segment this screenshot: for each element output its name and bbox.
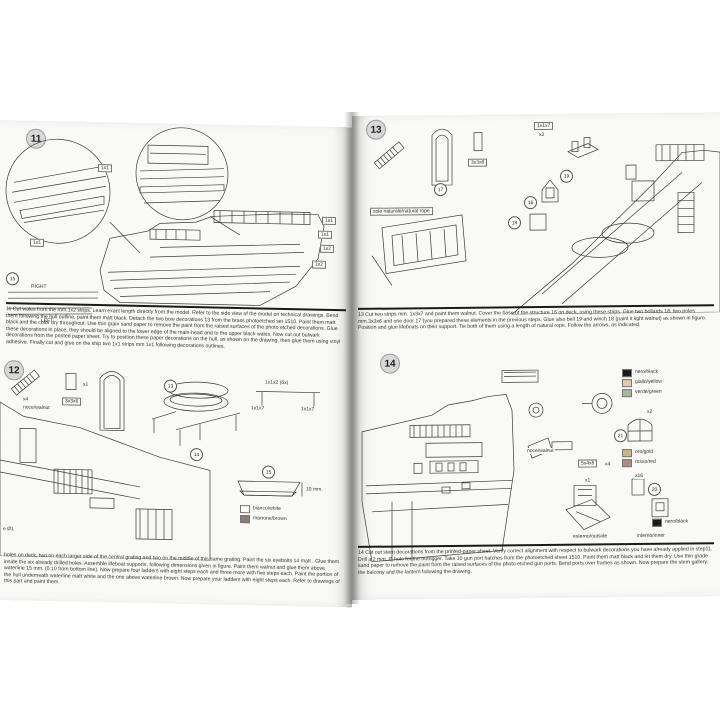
step-11-panel: 11 [0, 120, 352, 359]
legend-d: oro/gold [634, 448, 655, 456]
step-13-panel: 13 [352, 112, 720, 352]
legend-white: bianco/white [252, 505, 282, 512]
callout-20: 20 [648, 482, 661, 496]
part-label-1: 1x1 [98, 164, 113, 173]
callout-13: 13 [164, 379, 177, 393]
step-13-drawing [371, 128, 720, 315]
legend-interno: interno/inner [636, 532, 666, 540]
dim-label: 10 mm. [305, 486, 324, 493]
part-label-2: 1x1 [30, 238, 45, 247]
callout-15b: 15 [262, 465, 275, 479]
swatch-legend-a [622, 369, 632, 378]
step-14-panel: 14 [352, 348, 720, 600]
legend-b: giallo/yellow [634, 378, 663, 386]
right-page: 13 [352, 112, 720, 600]
step-12-caption: holes on deck, two on each larger side o… [4, 552, 340, 586]
step-13-caption: 13 Cut two strips mm. 1x3x7 and paint th… [358, 308, 707, 332]
swatch-legend-c [622, 389, 632, 398]
legend-a: nero/black [634, 368, 660, 376]
part-label-4: 1x1 [318, 230, 333, 239]
callout-16: 16 [524, 196, 537, 210]
parts-b-label: 1x1x2 (6x) [264, 379, 290, 387]
swatch-black-14 [652, 518, 662, 527]
walnut-label-14: noce/walnut [526, 447, 555, 455]
x4-label-14: x4 [604, 461, 612, 468]
callout-14: 14 [190, 447, 203, 462]
part-label-5: 1x2 [320, 244, 335, 253]
step-11-drawing [5, 127, 325, 315]
x1-label: x1 [82, 381, 90, 388]
part-a-label-13: 1x1x7 [534, 121, 554, 131]
part-label-6: 1x2 [312, 260, 327, 269]
part-1x1x7b-label: 1x1x7 [300, 406, 316, 413]
part-label-3: 1x1 [322, 216, 337, 226]
step-12-panel: 12 [0, 356, 352, 607]
swatch-white [240, 505, 250, 514]
book-gutter [344, 112, 360, 604]
swatch-legend-e [622, 459, 632, 468]
step-14-drawing [361, 369, 669, 563]
legend-brown: marrone/brown [252, 515, 288, 523]
legend-black-14: nero/black [664, 518, 690, 525]
step-12-drawing [0, 369, 320, 561]
callout-15: 15 [6, 272, 19, 286]
walnut-label: noce/walnut [22, 404, 51, 412]
side-tag: e Ø1 [2, 526, 15, 533]
rope-label: sole naturale/natural rope [370, 207, 433, 216]
part-1x1x7a-label: 1x1x7 [250, 405, 266, 412]
right-label: RIGHT [30, 283, 48, 290]
x2-label-13: x2 [538, 131, 546, 139]
callout-19: 19 [560, 169, 573, 183]
x16-label: x16 [634, 472, 645, 480]
step-14-caption: 14 Cut out stern decorations from the pr… [358, 546, 713, 576]
callout-17: 17 [434, 183, 447, 197]
callout-21: 21 [614, 429, 627, 443]
x2-label-14: x2 [646, 408, 654, 415]
swatch-legend-b [622, 379, 632, 388]
legend-e: rosso/red [634, 458, 657, 466]
legend-c: verde/green [634, 388, 663, 396]
part-main-label: 5x4x8 [578, 459, 598, 468]
x4-label: x4 [22, 396, 30, 403]
legend-esterno: esterno/outside [572, 533, 609, 540]
part-3x3-label: 3x3x6 [62, 397, 82, 406]
callout-18: 18 [508, 216, 521, 230]
left-page: 11 [0, 120, 352, 608]
swatch-brown [240, 515, 250, 524]
part-b-label-13: 3x3x6 [468, 158, 488, 167]
step-11-caption: 11 Cut wales from the mm.1x2 strips. Lea… [6, 306, 341, 350]
x1-label-14: x1 [584, 477, 592, 484]
swatch-legend-d [622, 449, 632, 458]
